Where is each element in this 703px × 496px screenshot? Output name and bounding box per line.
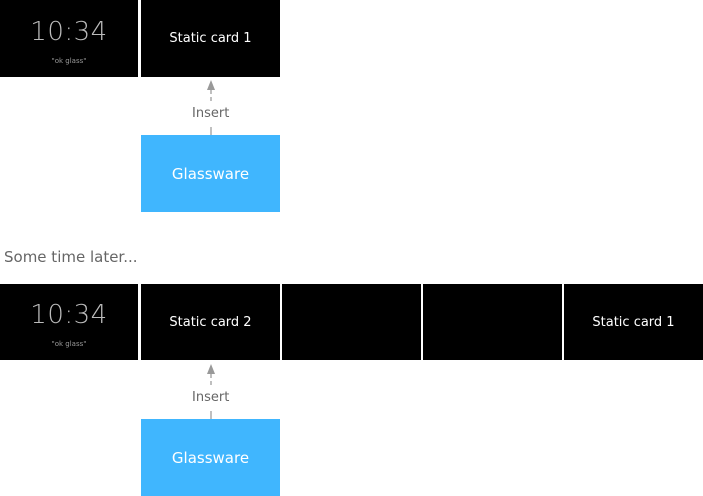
clock-time: 10:34 [30, 16, 108, 47]
caption: Some time later... [4, 248, 138, 266]
insert-arrow [207, 80, 215, 135]
clock-hint: "ok glass" [51, 340, 87, 348]
glassware-box: Glassware [141, 135, 280, 212]
blank-card [282, 284, 421, 360]
static-card: Static card 1 [564, 284, 703, 360]
insert-label: Insert [192, 390, 230, 405]
insert-arrow [207, 364, 215, 419]
static-card: Static card 1 [141, 0, 280, 77]
clock-card: 10:34 "ok glass" [0, 0, 138, 77]
clock-card: 10:34 "ok glass" [0, 284, 138, 360]
clock-hint: "ok glass" [51, 56, 87, 65]
insert-label: Insert [192, 106, 230, 121]
glassware-box: Glassware [141, 419, 280, 496]
clock-time: 10:34 [30, 300, 108, 330]
blank-card [423, 284, 562, 360]
static-card: Static card 2 [141, 284, 280, 360]
